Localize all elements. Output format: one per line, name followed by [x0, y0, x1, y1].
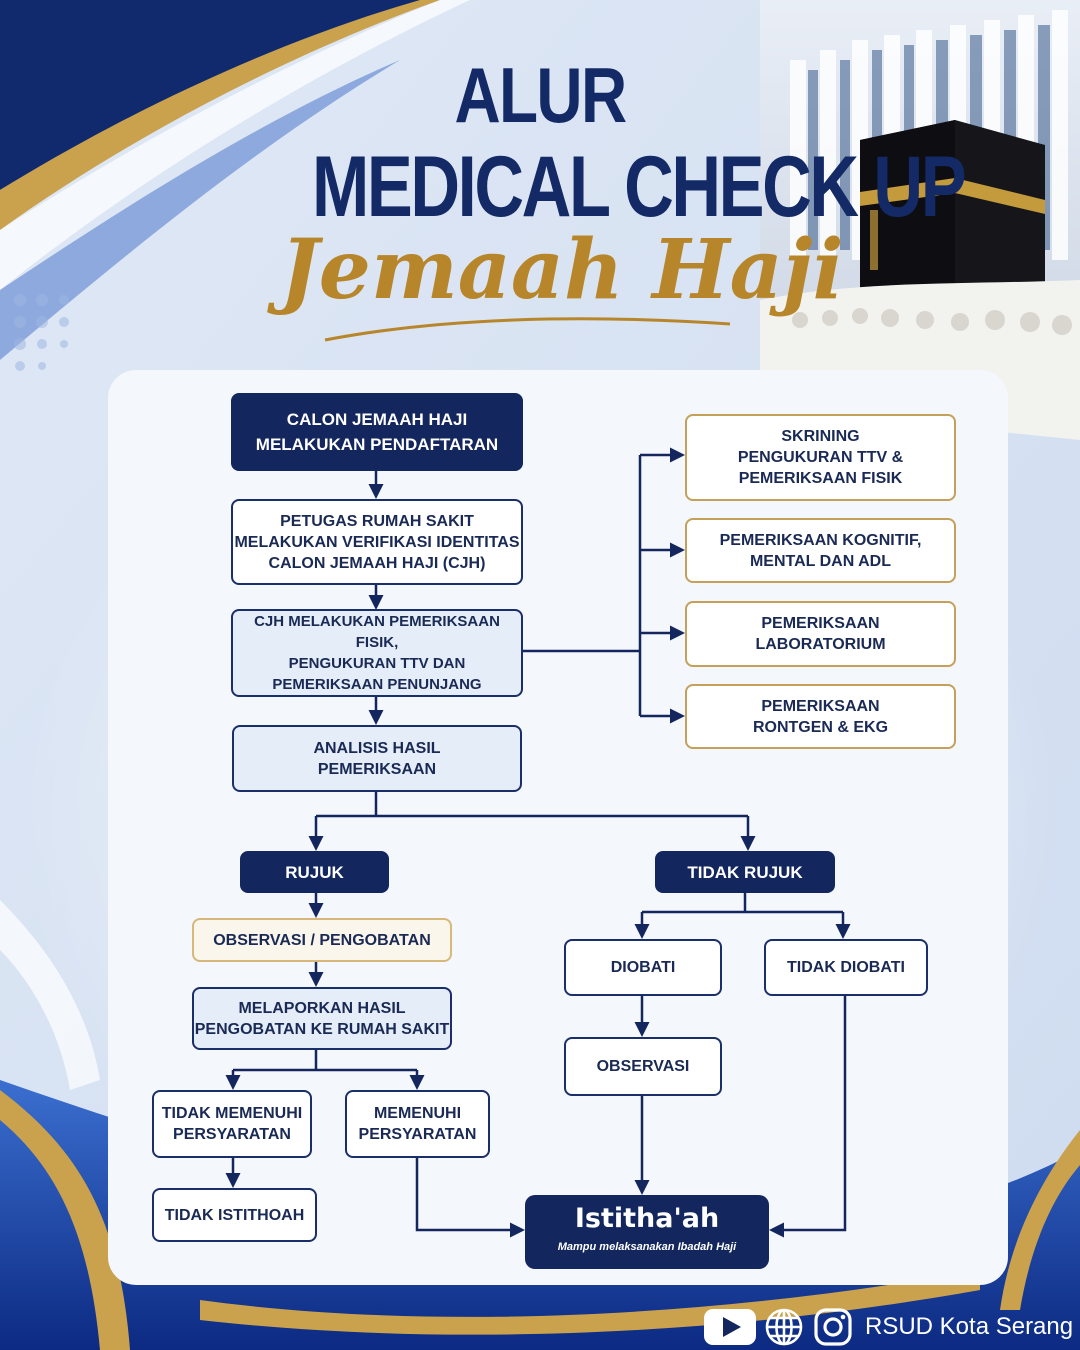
title-line-1: ALUR — [454, 51, 627, 139]
exam-radiology: PEMERIKSAAN RONTGEN & EKG — [685, 684, 956, 749]
step-treated: DIOBATI — [564, 939, 722, 996]
result-not-istithoah: TIDAK ISTITHOAH — [152, 1188, 317, 1242]
step-observation-treatment: OBSERVASI / PENGOBATAN — [192, 918, 452, 962]
globe-icon[interactable] — [764, 1307, 804, 1347]
result-istithaah: Istitha'ah Mampu melaksanakan Ibadah Haj… — [525, 1195, 769, 1269]
decision-not-refer: TIDAK RUJUK — [655, 851, 835, 893]
decision-refer: RUJUK — [240, 851, 389, 893]
step-report-results: MELAPORKAN HASIL PENGOBATAN KE RUMAH SAK… — [192, 987, 452, 1050]
result-meet-requirements: MEMENUHI PERSYARATAN — [345, 1090, 490, 1158]
organization-name: RSUD Kota Serang — [865, 1313, 1074, 1340]
title-underline-flourish — [324, 317, 731, 342]
instagram-icon[interactable] — [813, 1307, 853, 1347]
youtube-icon[interactable] — [703, 1308, 757, 1346]
step-registration: CALON JEMAAH HAJI MELAKUKAN PENDAFTARAN — [231, 393, 523, 471]
step-verification: PETUGAS RUMAH SAKIT MELAKUKAN VERIFIKASI… — [231, 499, 523, 585]
exam-cognitive: PEMERIKSAAN KOGNITIF, MENTAL DAN ADL — [685, 518, 956, 583]
exam-laboratory: PEMERIKSAAN LABORATORIUM — [685, 601, 956, 667]
result-not-meet-requirements: TIDAK MEMENUHI PERSYARATAN — [152, 1090, 312, 1158]
istithaah-title: Istitha'ah — [574, 1203, 720, 1234]
exam-screening: SKRINING PENGUKURAN TTV & PEMERIKSAAN FI… — [685, 414, 956, 501]
step-analysis: ANALISIS HASIL PEMERIKSAAN — [232, 725, 522, 792]
step-observation: OBSERVASI — [564, 1037, 722, 1096]
title-line-3: Jemaah Haji — [280, 222, 844, 318]
istithaah-subtitle: Mampu melaksanakan Ibadah Haji — [557, 1241, 737, 1253]
step-not-treated: TIDAK DIOBATI — [764, 939, 928, 996]
step-examination: CJH MELAKUKAN PEMERIKSAAN FISIK, PENGUKU… — [231, 609, 523, 697]
